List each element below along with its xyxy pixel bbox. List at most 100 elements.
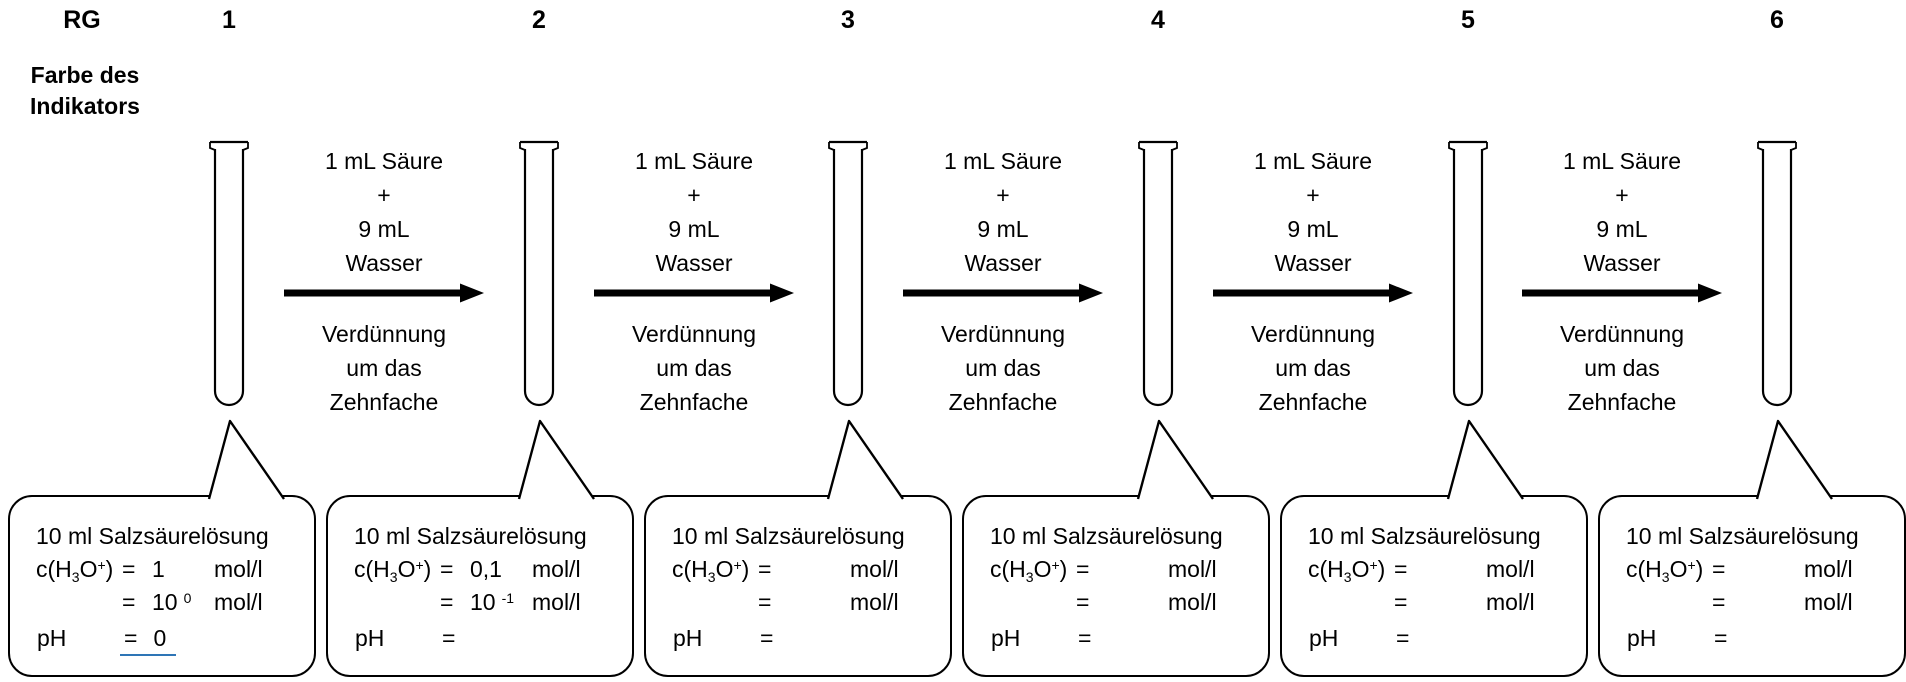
callout-bubble-6: 10 ml Salzsäurelösung c(H3O+) = mol/l = … [1598, 495, 1906, 677]
equals-sign: = [440, 556, 454, 582]
dilution-step-1-2: 1 mL Säure + 9 mL Wasser Verdünnung um d… [274, 144, 494, 419]
arrow-right-icon [1522, 283, 1722, 303]
step-text: Verdünnung [1559, 321, 1685, 347]
bubble-title: 10 ml Salzsäurelösung [36, 523, 269, 549]
step-text: um das [656, 355, 732, 381]
step-text: 1 mL Säure [1253, 148, 1373, 174]
callout-bubble-1: 10 ml Salzsäurelösung c(H3O+) = 1 mol/l … [8, 495, 316, 677]
bubble-title: 10 ml Salzsäurelösung [672, 523, 905, 549]
unit-label: mol/l [850, 589, 899, 615]
indicator-color-line1: Farbe des [30, 62, 140, 88]
concentration-value: 0,1 [470, 556, 502, 582]
step-text: Verdünnung [1250, 321, 1376, 347]
step-text: um das [1275, 355, 1351, 381]
equals-sign: = [1394, 556, 1408, 582]
equals-sign: = [1394, 589, 1408, 615]
step-text: Wasser [345, 250, 423, 276]
equals-sign: = [1712, 589, 1726, 615]
equals-sign: = [1076, 556, 1090, 582]
ph-value-group: =0 [120, 625, 177, 656]
step-text: + [687, 182, 701, 208]
ph-value-group: = [1714, 625, 1728, 651]
step-text: Zehnfache [948, 389, 1058, 415]
equals-sign: = [1712, 556, 1726, 582]
ph-value-group: = [760, 625, 774, 651]
concentration-formula: c(H3O+) [672, 556, 750, 585]
power-value [788, 589, 794, 616]
concentration-formula: c(H3O+) [36, 556, 114, 585]
step-text: Verdünnung [940, 321, 1066, 347]
arrow-right-icon [284, 283, 484, 303]
power-value: 10-1 [470, 589, 515, 615]
step-text: + [1306, 182, 1320, 208]
step-text: Wasser [1274, 250, 1352, 276]
unit-label: mol/l [1486, 556, 1535, 582]
step-text: + [377, 182, 391, 208]
ph-value-group: = [1078, 625, 1092, 651]
step-text: 9 mL [1596, 216, 1648, 242]
equals-sign: = [758, 556, 772, 582]
unit-label: mol/l [1804, 589, 1853, 615]
ph-value-group: = [1396, 625, 1410, 651]
callout-pointer-icon [1136, 419, 1214, 500]
test-tube-icon [1757, 140, 1797, 407]
step-text: um das [965, 355, 1041, 381]
step-text: Wasser [1583, 250, 1661, 276]
dilution-step-3-4: 1 mL Säure + 9 mL Wasser Verdünnung um d… [893, 144, 1113, 419]
concentration-formula: c(H3O+) [354, 556, 432, 585]
ph-value-group: = [442, 625, 456, 651]
callout-pointer-icon [1755, 419, 1833, 500]
concentration-formula: c(H3O+) [1308, 556, 1386, 585]
ph-label: pH [673, 625, 703, 651]
bubble-title: 10 ml Salzsäurelösung [1626, 523, 1859, 549]
test-tube-icon [519, 140, 559, 407]
unit-label: mol/l [532, 589, 581, 615]
callout-bubble-5: 10 ml Salzsäurelösung c(H3O+) = mol/l = … [1280, 495, 1588, 677]
step-text: um das [1584, 355, 1660, 381]
step-text: Verdünnung [631, 321, 757, 347]
bubble-title: 10 ml Salzsäurelösung [1308, 523, 1541, 549]
arrow-right-icon [594, 283, 794, 303]
tube-number-3: 3 [841, 6, 855, 34]
equals-sign: = [1076, 589, 1090, 615]
dilution-step-5-6: 1 mL Säure + 9 mL Wasser Verdünnung um d… [1512, 144, 1732, 419]
concentration-value: 1 [152, 556, 165, 582]
callout-pointer-icon [826, 419, 904, 500]
test-tube-icon [1448, 140, 1488, 407]
unit-label: mol/l [850, 556, 899, 582]
test-tube-icon [209, 140, 249, 407]
unit-label: mol/l [214, 589, 263, 615]
tube-number-1: 1 [222, 6, 236, 34]
ph-value: 0 [153, 625, 167, 651]
concentration-formula: c(H3O+) [990, 556, 1068, 585]
arrow-right-icon [903, 283, 1103, 303]
test-tube-icon [1138, 140, 1178, 407]
step-text: Zehnfache [329, 389, 439, 415]
equals-sign: = [122, 589, 136, 615]
equals-sign: = [758, 589, 772, 615]
step-text: Wasser [655, 250, 733, 276]
power-value [1106, 589, 1112, 616]
equals-sign: = [440, 589, 454, 615]
step-text: + [1615, 182, 1629, 208]
callout-pointer-icon [1446, 419, 1524, 500]
step-text: Zehnfache [1258, 389, 1368, 415]
dilution-step-2-3: 1 mL Säure + 9 mL Wasser Verdünnung um d… [584, 144, 804, 419]
step-text: 9 mL [358, 216, 410, 242]
step-text: Zehnfache [639, 389, 749, 415]
callout-pointer-icon [517, 419, 595, 500]
concentration-formula: c(H3O+) [1626, 556, 1704, 585]
equals-sign: = [122, 556, 136, 582]
ph-label: pH [991, 625, 1021, 651]
power-value [1742, 589, 1748, 616]
callout-bubble-2: 10 ml Salzsäurelösung c(H3O+) = 0,1 mol/… [326, 495, 634, 677]
step-text: um das [346, 355, 422, 381]
step-text: 1 mL Säure [634, 148, 754, 174]
callout-bubble-4: 10 ml Salzsäurelösung c(H3O+) = mol/l = … [962, 495, 1270, 677]
unit-label: mol/l [1168, 556, 1217, 582]
bubble-title: 10 ml Salzsäurelösung [990, 523, 1223, 549]
unit-label: mol/l [1804, 556, 1853, 582]
tube-number-5: 5 [1461, 6, 1475, 34]
